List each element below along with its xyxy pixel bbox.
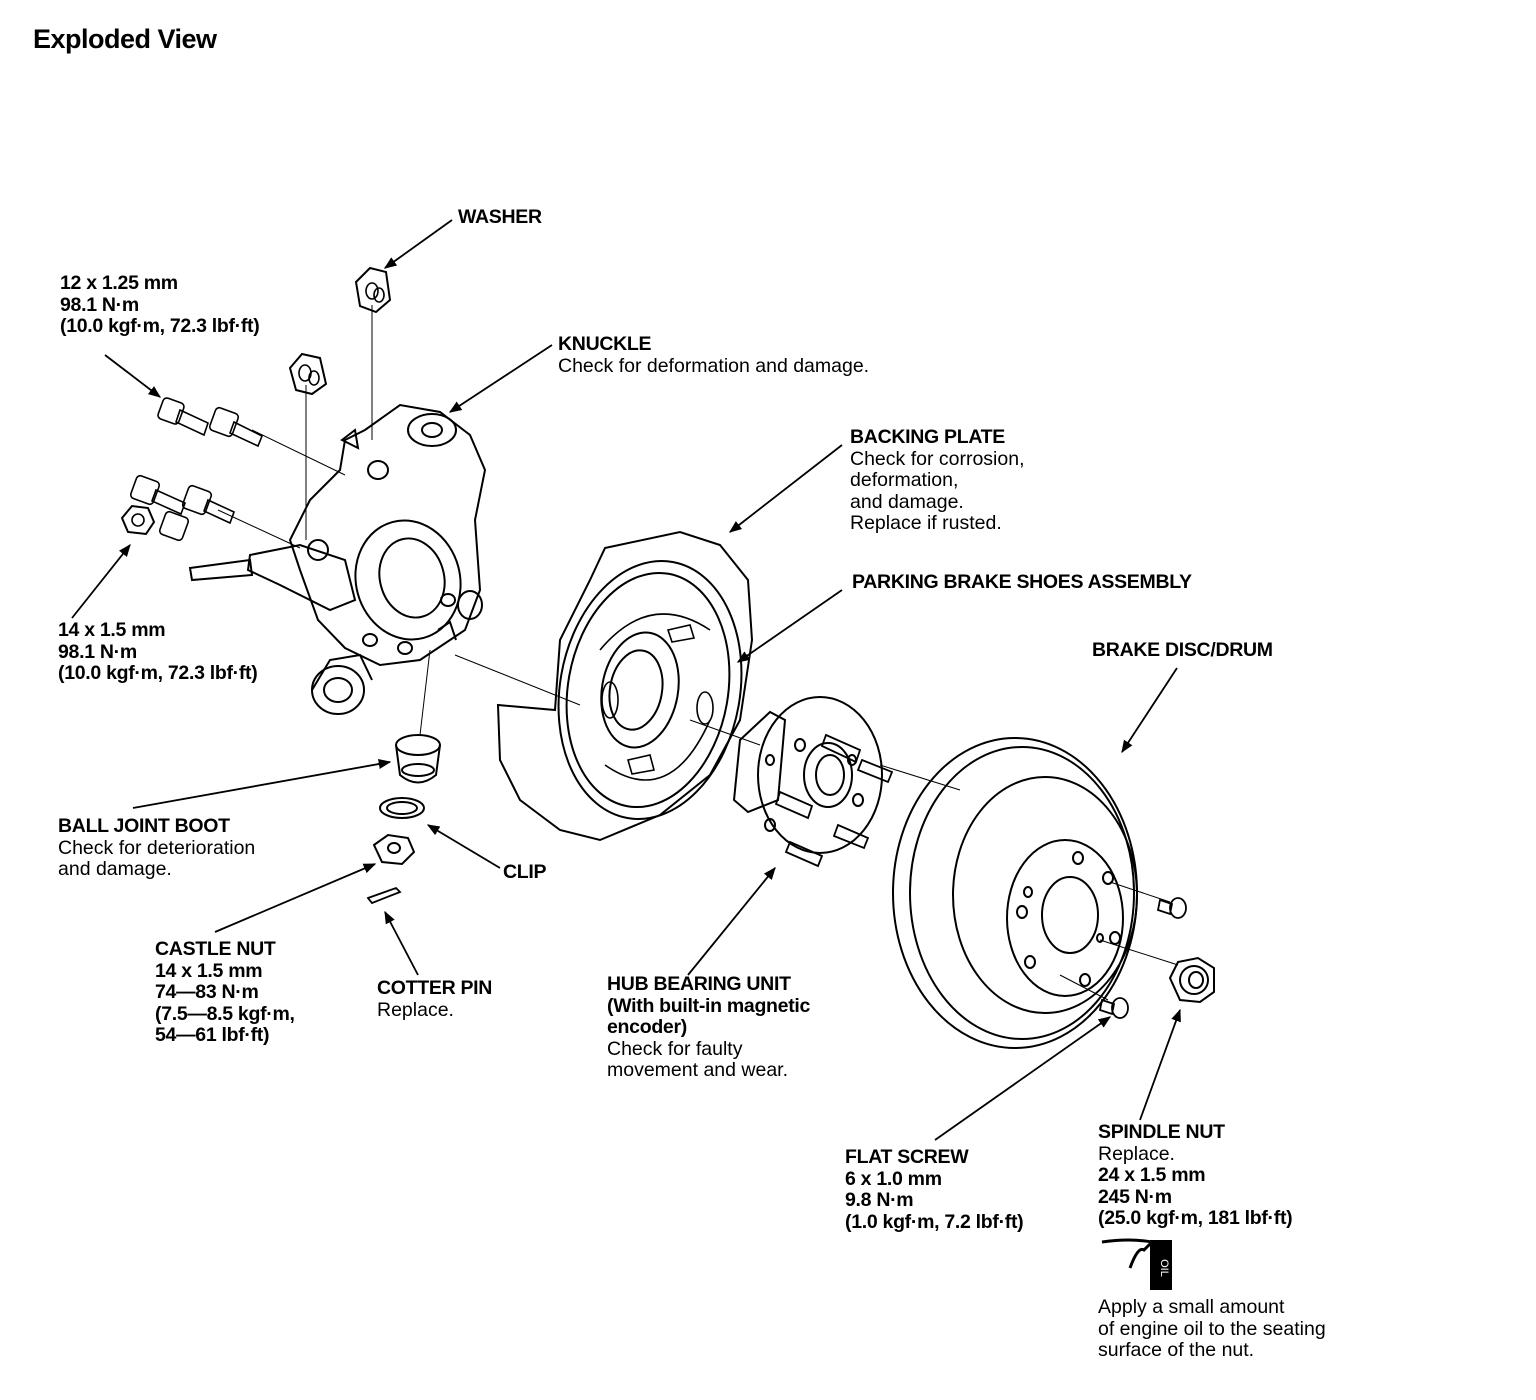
nut-14-torque-alt: (10.0 kgf·m, 72.3 lbf·ft) xyxy=(58,662,258,684)
backing-plate xyxy=(496,530,754,842)
label-brake-disc: BRAKE DISC/DRUM xyxy=(1092,639,1273,662)
nut-14 xyxy=(120,504,156,536)
label-cotter-pin: COTTER PIN Replace. xyxy=(377,977,493,1021)
castle-nut-torque-alt2: 54—61 lbf·ft) xyxy=(155,1024,270,1046)
knuckle-name: KNUCKLE xyxy=(558,333,652,355)
alignment-axes xyxy=(217,305,1179,1001)
page-title: Exploded View xyxy=(33,24,217,54)
label-ball-joint-boot: BALL JOINT BOOT Check for deterioration … xyxy=(58,815,256,881)
flat-screw-lower xyxy=(1098,997,1129,1019)
cotter-pin-note: Replace. xyxy=(377,998,454,1021)
label-castle-nut: CASTLE NUT 14 x 1.5 mm 74—83 N·m (7.5—8.… xyxy=(155,938,295,1047)
washer-upper xyxy=(354,266,392,314)
bolt-upper-2 xyxy=(208,406,264,448)
parking-brake-shoes xyxy=(599,613,714,781)
label-nut-14: 14 x 1.5 mm 98.1 N·m (10.0 kgf·m, 72.3 l… xyxy=(58,619,258,685)
label-washer: WASHER xyxy=(458,206,542,229)
label-backing-plate: BACKING PLATE Check for corrosion, defor… xyxy=(850,426,1025,535)
oil-icon-text: OIL xyxy=(1158,1259,1170,1277)
hub-bearing-name: HUB BEARING UNIT xyxy=(607,973,791,995)
label-bolt-12: 12 x 1.25 mm 98.1 N·m (10.0 kgf·m, 72.3 … xyxy=(60,272,260,338)
label-knuckle: KNUCKLE Check for deformation and damage… xyxy=(558,333,870,377)
oil-can-icon: OIL xyxy=(1100,1238,1180,1299)
hub-bearing-note1: Check for faulty xyxy=(607,1037,743,1060)
hub-bearing-note2: movement and wear. xyxy=(607,1059,789,1081)
backing-plate-note3: and damage. xyxy=(850,490,964,513)
ball-joint-boot-name: BALL JOINT BOOT xyxy=(58,815,230,837)
label-spindle-nut: SPINDLE NUT Replace. 24 x 1.5 mm 245 N·m… xyxy=(1098,1121,1293,1230)
ball-joint-boot-note1: Check for deterioration xyxy=(58,836,256,859)
bolt-12-torque-alt: (10.0 kgf·m, 72.3 lbf·ft) xyxy=(60,315,260,337)
brake-disc-drum xyxy=(892,737,1138,1049)
bolt-12-torque: 98.1 N·m xyxy=(60,293,139,316)
spindle-nut-torque: 245 N·m xyxy=(1098,1185,1172,1208)
backing-plate-note1: Check for corrosion, xyxy=(850,447,1025,470)
castle-nut-name: CASTLE NUT xyxy=(155,938,276,960)
backing-plate-note4: Replace if rusted. xyxy=(850,512,1002,534)
leader-lines xyxy=(71,219,1181,1141)
castle-nut-size: 14 x 1.5 mm xyxy=(155,959,263,982)
ball-joint-boot-note2: and damage. xyxy=(58,858,172,880)
spindle-nut-torque-alt: (25.0 kgf·m, 181 lbf·ft) xyxy=(1098,1207,1293,1229)
spindle-nut xyxy=(1168,956,1215,1004)
knuckle-note: Check for deformation and damage. xyxy=(558,354,870,377)
washer-lower xyxy=(288,352,328,396)
spindle-nut-note: Replace. xyxy=(1098,1142,1175,1165)
oil-note-line1: Apply a small amount xyxy=(1098,1296,1285,1318)
ball-joint-boot xyxy=(395,734,441,784)
wheel-studs xyxy=(774,733,894,868)
castle-nut-torque: 74—83 N·m xyxy=(155,981,259,1003)
label-oil-note: Apply a small amount of engine oil to th… xyxy=(1098,1296,1326,1362)
flat-screw-name: FLAT SCREW xyxy=(845,1146,969,1168)
clip-name: CLIP xyxy=(503,861,547,883)
parking-brake-name: PARKING BRAKE SHOES ASSEMBLY xyxy=(852,571,1192,593)
cotter-pin xyxy=(366,886,402,905)
clip xyxy=(379,797,425,819)
hub-bearing-sub1: (With built-in magnetic xyxy=(607,994,811,1017)
hub-bearing-unit xyxy=(732,696,883,854)
bolt-lower-3 xyxy=(158,510,190,542)
label-clip: CLIP xyxy=(503,861,547,884)
bolt-lower-1 xyxy=(129,474,187,516)
oil-note-line2: of engine oil to the seating xyxy=(1098,1317,1326,1340)
label-hub-bearing: HUB BEARING UNIT (With built-in magnetic… xyxy=(607,973,811,1082)
castle-nut-torque-alt1: (7.5—8.5 kgf·m, xyxy=(155,1002,295,1025)
bolt-lower-2 xyxy=(181,484,236,525)
flat-screw-upper xyxy=(1156,897,1187,919)
washer-name: WASHER xyxy=(458,206,542,228)
knuckle xyxy=(188,403,487,715)
spindle-nut-size: 24 x 1.5 mm xyxy=(1098,1164,1206,1186)
brake-disc-name: BRAKE DISC/DRUM xyxy=(1092,639,1273,661)
flat-screw-torque: 9.8 N·m xyxy=(845,1189,914,1211)
label-flat-screw: FLAT SCREW 6 x 1.0 mm 9.8 N·m (1.0 kgf·m… xyxy=(845,1146,1024,1233)
cotter-pin-name: COTTER PIN xyxy=(377,977,493,999)
backing-plate-name: BACKING PLATE xyxy=(850,426,1005,448)
flat-screw-torque-alt: (1.0 kgf·m, 7.2 lbf·ft) xyxy=(845,1210,1024,1233)
nut-14-size: 14 x 1.5 mm xyxy=(58,619,166,641)
hub-bearing-sub2: encoder) xyxy=(607,1016,687,1038)
label-parking-brake: PARKING BRAKE SHOES ASSEMBLY xyxy=(852,571,1192,594)
spindle-nut-name: SPINDLE NUT xyxy=(1098,1121,1225,1143)
nut-14-torque: 98.1 N·m xyxy=(58,640,137,663)
castle-nut xyxy=(372,833,416,866)
oil-note-line3: surface of the nut. xyxy=(1098,1339,1255,1361)
backing-plate-note2: deformation, xyxy=(850,469,959,491)
bolt-12-size: 12 x 1.25 mm xyxy=(60,272,178,294)
bolt-upper-1 xyxy=(157,397,209,437)
flat-screw-size: 6 x 1.0 mm xyxy=(845,1167,942,1190)
